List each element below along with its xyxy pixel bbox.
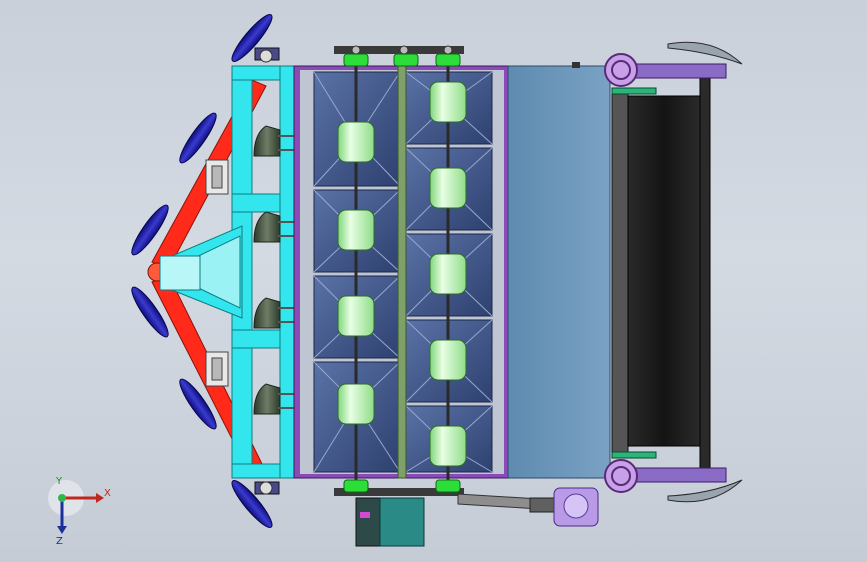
y-axis-label: Y <box>55 476 63 487</box>
side-panel <box>507 62 611 479</box>
x-axis-label: X <box>104 488 111 499</box>
press-roller <box>611 77 711 469</box>
top-sprocket-chain <box>334 45 464 67</box>
furrow-openers <box>253 125 281 415</box>
seed-metering-wheels <box>337 81 467 467</box>
linkage-rod <box>457 487 599 527</box>
seed-hopper <box>293 61 509 479</box>
adjustment-handwheels <box>604 53 638 493</box>
end-blades <box>667 41 743 503</box>
roller-brackets <box>611 63 727 483</box>
axis-triad: X Y Z <box>48 476 111 547</box>
drive-motor <box>355 497 425 547</box>
cyan-frame <box>159 65 295 479</box>
frame-brackets <box>205 159 229 387</box>
z-axis-label: Z <box>56 536 63 547</box>
y-axis-dot <box>58 494 66 502</box>
coulter-discs <box>131 14 280 528</box>
bottom-sprocket-chain <box>334 479 464 496</box>
